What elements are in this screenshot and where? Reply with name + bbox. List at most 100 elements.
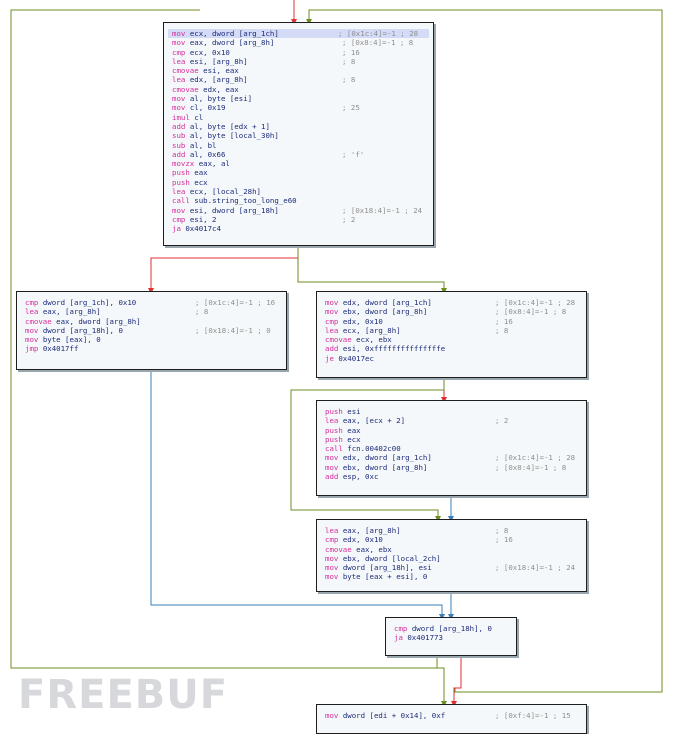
asm-mnemonic: jmp [25,344,39,354]
asm-line[interactable]: imul cl [172,113,425,122]
asm-line[interactable]: push eax [325,426,578,435]
asm-line[interactable]: mov dword [edi + 0x14], 0xf; [0xf:4]=-1 … [325,711,578,720]
asm-mnemonic: cmp [325,316,339,326]
asm-line[interactable]: lea eax, [arg_8h]; 8 [325,526,578,535]
asm-comment: ; 'f' [342,149,365,159]
asm-line[interactable]: add al, byte [edx + 1] [172,122,425,131]
asm-line[interactable]: movzx eax, al [172,159,425,168]
asm-operands: cl, 0x19 [189,103,226,113]
asm-line[interactable]: push ecx [172,178,425,187]
asm-line[interactable]: push eax [172,168,425,177]
asm-line[interactable]: cmp dword [arg_1ch], 0x10; [0x1c:4]=-1 ;… [25,298,278,307]
asm-line[interactable]: je 0x4017ec [325,354,578,363]
asm-line[interactable]: cmovae esi, eax [172,66,425,75]
asm-operands: esi, [arg_8h] [189,56,248,66]
asm-operands: eax, al [198,159,230,169]
asm-mnemonic: mov [325,462,339,472]
asm-mnemonic: call [172,196,190,206]
asm-mnemonic: sub [172,131,186,141]
asm-line[interactable]: lea edx, [arg_8h]; 8 [172,75,425,84]
asm-line[interactable]: sub al, byte [local_30h] [172,131,425,140]
asm-line[interactable]: push ecx [325,435,578,444]
asm-comment: ; 16 [342,47,360,57]
asm-line[interactable]: mov edx, dword [arg_1ch]; [0x1c:4]=-1 ; … [325,453,578,462]
asm-operands: 0x4017ff [42,344,79,354]
asm-operands: ecx, 0x10 [189,47,230,57]
asm-line[interactable]: add al, 0x66; 'f' [172,150,425,159]
asm-line[interactable]: lea eax, [arg_8h]; 8 [25,307,278,316]
asm-operands: esi, 2 [189,214,217,224]
asm-line[interactable]: cmovae eax, ebx [325,545,578,554]
asm-mnemonic: lea [25,307,39,317]
edge-ff-bottom [451,656,462,707]
asm-line[interactable]: mov dword [arg_18h], esi; [0x18:4]=-1 ; … [325,563,578,572]
asm-line[interactable]: sub al, bl [172,141,425,150]
asm-line[interactable]: cmp edx, 0x10 ; 16 [325,317,578,326]
asm-line[interactable]: mov byte [eax], 0 [25,335,278,344]
edge-right-ec [290,378,445,522]
asm-mnemonic: cmp [394,624,408,633]
asm-operands: eax [347,425,361,435]
asm-line[interactable]: jmp 0x4017ff [25,344,278,353]
asm-line[interactable]: lea eax, [ecx + 2]; 2 [325,416,578,425]
edge-0-left [148,246,299,294]
asm-line[interactable]: add esp, 0xc [325,472,578,481]
asm-line[interactable]: ja 0x401773 [394,633,508,642]
asm-line[interactable]: mov esi, dword [arg_18h]; [0x18:4]=-1 ; … [172,206,425,215]
asm-operands: edx, eax [203,84,239,94]
asm-comment: ; [0x1c:4]=-1 ; 28 [495,298,576,307]
asm-line[interactable]: mov eax, dword [arg_8h]; [0x8:4]=-1 ; 8 [172,38,425,47]
asm-line[interactable]: cmp esi, 2; 2 [172,215,425,224]
asm-line[interactable]: mov al, byte [esi] [172,94,425,103]
asm-line[interactable]: mov cl, 0x19; 25 [172,103,425,112]
block-bottom[interactable]: mov dword [edi + 0x14], 0xf; [0xf:4]=-1 … [316,704,587,734]
block-left-fallthrough[interactable]: cmp dword [arg_1ch], 0x10; [0x1c:4]=-1 ;… [16,291,287,370]
asm-line[interactable]: lea ecx, [arg_8h]; 8 [325,326,578,335]
asm-comment: ; 2 [495,416,509,426]
asm-line[interactable]: ja 0x4017c4 [172,224,425,233]
asm-mnemonic: add [325,344,339,354]
asm-mnemonic: push [325,407,343,416]
asm-mnemonic: lea [172,187,186,197]
asm-line[interactable]: mov ebx, dword [arg_8h]; [0x8:4]=-1 ; 8 [325,307,578,316]
asm-operands: edx, 0x10 [342,316,383,326]
asm-comment: ; 2 [342,214,356,224]
block-0x4017a0[interactable]: mov ecx, dword [arg_1ch]; [0x1c:4]=-1 ; … [163,22,434,246]
asm-line[interactable]: mov ebx, dword [arg_8h]; [0x8:4]=-1 ; 8 [325,463,578,472]
asm-operands: eax, [ecx + 2] [342,416,406,426]
asm-mnemonic: mov [325,307,339,317]
asm-line[interactable]: cmovae edx, eax [172,85,425,94]
edge-loop-back [306,9,663,693]
asm-line[interactable]: mov ebx, dword [local_2ch] [325,554,578,563]
asm-mnemonic: mov [25,325,39,335]
asm-line[interactable]: mov byte [eax + esi], 0 [325,572,578,581]
asm-operands: ecx, dword [arg_1ch] [189,29,279,38]
asm-line[interactable]: lea esi, [arg_8h]; 8 [172,57,425,66]
asm-comment: ; 16 [495,316,513,326]
asm-line[interactable]: mov dword [arg_18h], 0; [0x18:4]=-1 ; 0 [25,326,278,335]
asm-operands: ebx, dword [arg_8h] [342,307,428,317]
asm-mnemonic: lea [172,56,186,66]
asm-line[interactable]: mov edx, dword [arg_1ch]; [0x1c:4]=-1 ; … [325,298,578,307]
asm-operands: eax, dword [arg_8h] [56,316,141,326]
asm-operands: dword [edi + 0x14], 0xf [342,711,446,720]
asm-line[interactable]: cmp edx, 0x10; 16 [325,535,578,544]
block-0x4017c4[interactable]: mov edx, dword [arg_1ch]; [0x1c:4]=-1 ; … [316,291,587,378]
asm-operands: dword [arg_1ch], 0x10 [42,298,137,307]
asm-line[interactable]: call sub.string_too_long_e60 [172,196,425,205]
asm-line[interactable]: mov ecx, dword [arg_1ch]; [0x1c:4]=-1 ; … [168,29,429,39]
asm-line[interactable]: lea ecx, [local_28h] [172,187,425,196]
asm-mnemonic: sub [172,140,186,150]
asm-line[interactable]: add esi, 0xfffffffffffffffe [325,344,578,353]
asm-line[interactable]: push esi [325,407,578,416]
asm-line[interactable]: call fcn.00402c00 [325,444,578,453]
asm-line[interactable]: cmp dword [arg_18h], 0 [394,624,508,633]
asm-line[interactable]: cmovae eax, dword [arg_8h] [25,317,278,326]
asm-line[interactable]: cmovae ecx, ebx [325,335,578,344]
asm-mnemonic: mov [172,38,186,48]
asm-line[interactable]: cmp ecx, 0x10; 16 [172,48,425,57]
